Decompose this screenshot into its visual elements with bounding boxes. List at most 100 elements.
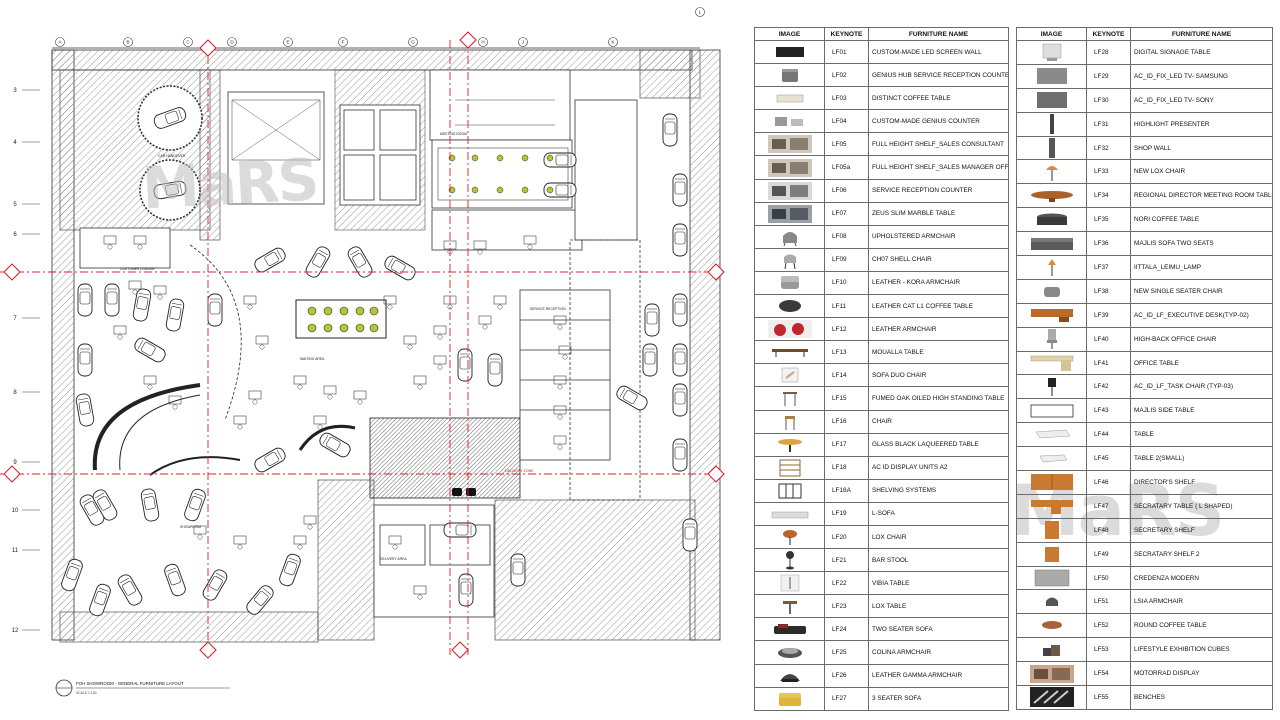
keynote-cell: LF33 [1086, 159, 1131, 185]
keynote-cell: LF36 [1086, 231, 1131, 257]
office-chair-icon [1016, 326, 1087, 352]
furniture-name-cell: UPHOLSTERED ARMCHAIR [868, 224, 1009, 249]
keynote-cell: LF03 [824, 86, 869, 111]
grid-col-label: F [342, 40, 345, 45]
grid-col-label: C [186, 40, 190, 45]
keynote-cell: LF15 [824, 386, 869, 411]
meeting-table-icon [1016, 183, 1087, 209]
red-axis-lines [0, 40, 720, 655]
keynote-cell: LF31 [1086, 111, 1131, 137]
orange-chair-icon [1016, 159, 1087, 185]
low-table-icon [754, 86, 825, 111]
lamp-icon [1016, 255, 1087, 280]
furniture-name-cell: SHELVING SYSTEMS [868, 478, 1009, 503]
two-seater-icon [754, 617, 825, 642]
keynote-cell: LF18 [824, 455, 869, 480]
keynote-cell: LF44 [1086, 422, 1131, 448]
header-keynote: KEYNOTE [824, 27, 869, 41]
lox-chair-icon [754, 524, 825, 550]
keynote-cell: LF54 [1086, 661, 1131, 687]
hatched-walls [51, 49, 721, 643]
keynote-cell: LF06 [824, 178, 869, 203]
furniture-name-cell: CREDENZA MODERN [1130, 565, 1273, 591]
furniture-name-cell: BAR STOOL [868, 548, 1009, 573]
header-keynote: KEYNOTE [1086, 27, 1131, 41]
furniture-name-cell: AC ID DISPLAY UNITS A2 [868, 455, 1009, 480]
counter-light-icon [754, 109, 825, 134]
keynote-cell: LF16 [824, 409, 869, 434]
keynote-cell: LF10 [824, 270, 869, 296]
keynote-cell: LF25 [824, 640, 869, 665]
room-label: SERVICE RECEPTION [530, 307, 566, 311]
furniture-name-cell: SERVICE RECEPTION COUNTER [868, 178, 1009, 203]
furniture-name-cell: AC_ID_FIX_LED TV- SONY [1130, 87, 1273, 113]
red-chairs-icon [754, 317, 825, 342]
keynote-cell: LF07 [824, 201, 869, 226]
keynote-cell: LF46 [1086, 470, 1131, 495]
side-table-icon [1016, 398, 1087, 424]
grid-col-marker [518, 37, 528, 47]
furniture-name-cell: NEW SINGLE SEATER CHAIR [1130, 278, 1273, 304]
keynote-cell: LF35 [1086, 207, 1131, 233]
grid-row-label: 7 [13, 316, 17, 322]
benches-icon [1016, 685, 1087, 710]
schedule-header-row: IMAGE KEYNOTE FURNITURE NAME [754, 27, 1009, 41]
plan-title: FOH SHOWROOM - GENERAL FURNITURE LAYOUT [76, 681, 184, 686]
furniture-name-cell: CUSTOM-MADE LED SCREEN WALL [868, 39, 1009, 65]
keynote-cell: LF14 [824, 363, 869, 388]
gamma-icon [754, 663, 825, 688]
furniture-name-cell: GLASS BLACK LAQUEERED TABLE [868, 432, 1009, 457]
furniture-name-cell: HIGH-BACK OFFICE CHAIR [1130, 326, 1273, 352]
keynote-cell: LF18A [824, 478, 869, 503]
keynote-cell: LF02 [824, 63, 869, 88]
plan-title-block: FOH SHOWROOM - GENERAL FURNITURE LAYOUT … [55, 679, 230, 697]
keynote-cell: LF49 [1086, 541, 1131, 567]
keynote-cell: LF50 [1086, 565, 1131, 591]
furniture-name-cell: BENCHES [1130, 685, 1273, 710]
furniture-name-cell: DISTINCT COFFEE TABLE [868, 86, 1009, 111]
plan-scale: SCALE 1:100 [76, 691, 97, 695]
shelving-icon [754, 478, 825, 503]
keynote-cell: LF11 [824, 294, 869, 319]
room-photo-icon [754, 201, 825, 226]
furniture-name-cell: REGIONAL DIRECTOR MEETING ROOM TABLE [1130, 183, 1273, 209]
keynote-cell: LF27 [824, 686, 869, 711]
furniture-name-cell: MAJLIS SIDE TABLE [1130, 398, 1273, 424]
standing-table-icon [754, 386, 825, 411]
grid-col-label: B [126, 40, 129, 45]
header-furniture-name: FURNITURE NAME [868, 27, 1009, 41]
keynote-cell: LF01 [824, 39, 869, 65]
keynote-cell: LF24 [824, 617, 869, 642]
keynote-cell: LF51 [1086, 589, 1131, 615]
colina-icon [754, 640, 825, 665]
room-label: WAITING AREA [300, 357, 325, 361]
furniture-name-cell: SECRETARY SHELF [1130, 517, 1273, 543]
grid-col-marker [227, 37, 237, 47]
